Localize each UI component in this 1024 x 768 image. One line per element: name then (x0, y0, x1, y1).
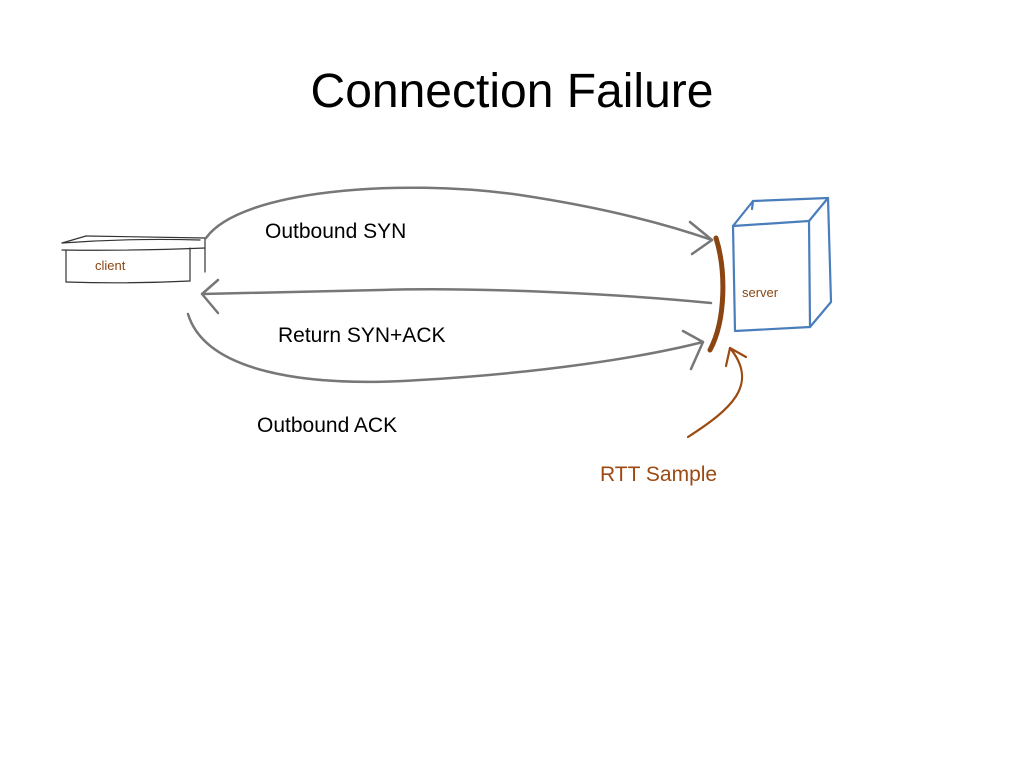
slide-title: Connection Failure (310, 65, 714, 118)
outbound-syn-label: Outbound SYN (265, 220, 407, 243)
rtt-bracket (707, 235, 726, 353)
rtt-sample-label: RTT Sample (600, 463, 718, 486)
client-label: client (95, 258, 126, 273)
outbound-ack-arrow (186, 312, 705, 383)
rtt-pointer-arrow (686, 346, 748, 439)
return-syn-ack-arrow (200, 278, 713, 315)
return-syn-ack-label: Return SYN+ACK (278, 324, 446, 347)
server-label: server (742, 285, 779, 300)
outbound-ack-label: Outbound ACK (257, 414, 398, 437)
client-box (61, 235, 206, 284)
outbound-syn-arrow (204, 186, 714, 256)
server-cube (731, 196, 833, 333)
